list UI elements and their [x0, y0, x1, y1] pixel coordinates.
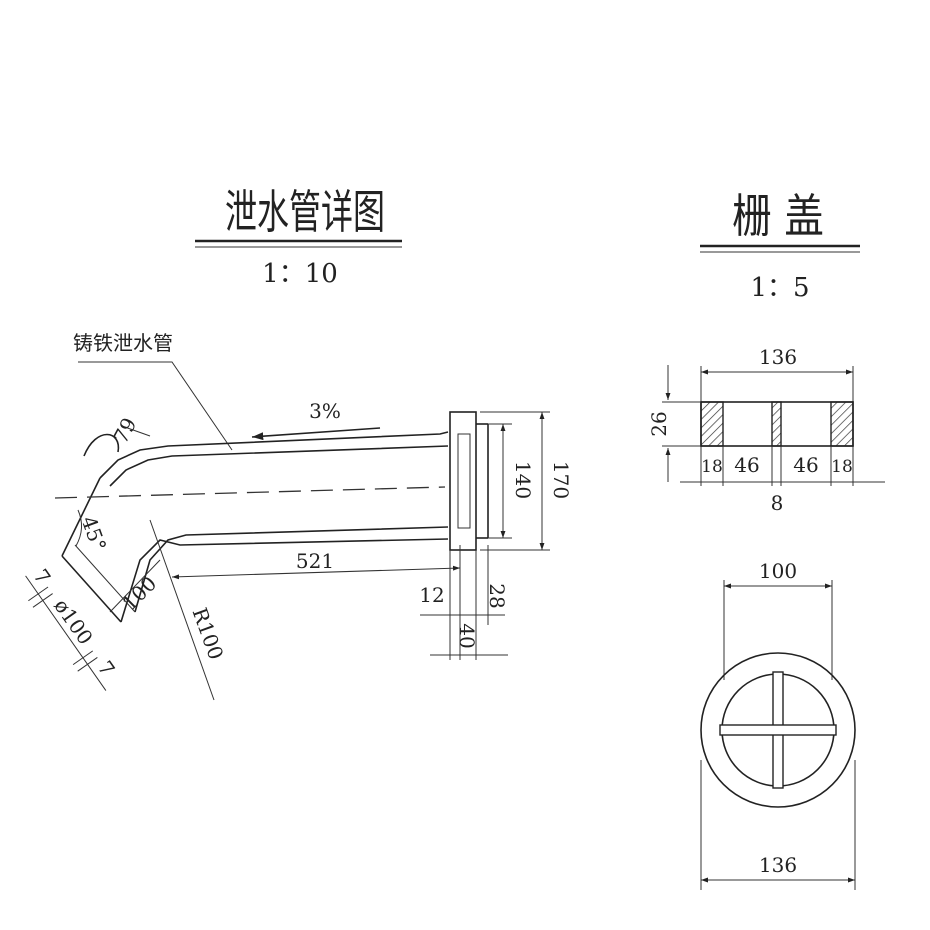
pipe-centerline: [54, 486, 446, 499]
diameter-dimension: 7 ø100 7: [25, 564, 120, 691]
grate-section: 136 26 18 46 46 18 8: [647, 345, 885, 515]
dim-outlet-width: 100: [117, 571, 161, 615]
grate-title: 栅 盖: [732, 189, 824, 243]
material-label: 铸铁泄水管: [73, 331, 173, 355]
dim-seg1: 18: [701, 457, 723, 477]
pipe-body: [61, 411, 489, 623]
pipe-flange: [449, 411, 477, 551]
dim-diameter: ø100: [49, 594, 97, 649]
dim-seg3: 46: [793, 453, 818, 477]
dim-plan-outer: 136: [759, 853, 797, 877]
grate-scale: 1：5: [750, 273, 809, 303]
dim-flange-total: 40: [455, 623, 479, 648]
dim-angle: 45°: [77, 513, 112, 555]
drain-pipe-detail: 泄水管详图 1：10 铸铁泄水管 3%: [25, 185, 573, 701]
dim-plan-inner: 100: [759, 559, 797, 583]
hatch-right: [830, 401, 854, 447]
dim-seg2: 46: [734, 453, 759, 477]
grate-outer-ring: [700, 652, 856, 808]
dim-section-height: 26: [647, 411, 671, 436]
dim-bend-radius: R100: [188, 605, 229, 663]
slope-arrow: [251, 427, 381, 441]
bend-arc-arrow: [83, 433, 120, 457]
dim-flange-outer: 170: [549, 461, 573, 499]
hatch-center: [771, 401, 782, 447]
hatch-left: [700, 401, 724, 447]
radius-leader: [149, 519, 215, 701]
material-leader: [78, 361, 233, 451]
dim-flange-a: 12: [419, 583, 444, 607]
dim-seg4: 18: [831, 457, 853, 477]
dim-section-width: 136: [759, 345, 797, 369]
dim-flange-inner: 140: [511, 461, 535, 499]
drain-title: 泄水管详图: [225, 185, 385, 239]
dim-flange-b: 28: [485, 583, 509, 608]
slope-label: 3%: [309, 399, 341, 423]
dim-center-bar: 8: [771, 491, 784, 515]
dim-bend-width: 79: [108, 414, 141, 448]
drain-scale: 1：10: [262, 259, 338, 289]
grate-plan: 100 136: [700, 559, 856, 890]
grate-cover-detail: 栅 盖 1：5 136 26 18 46: [647, 189, 885, 890]
dim-length: 521: [296, 549, 334, 573]
